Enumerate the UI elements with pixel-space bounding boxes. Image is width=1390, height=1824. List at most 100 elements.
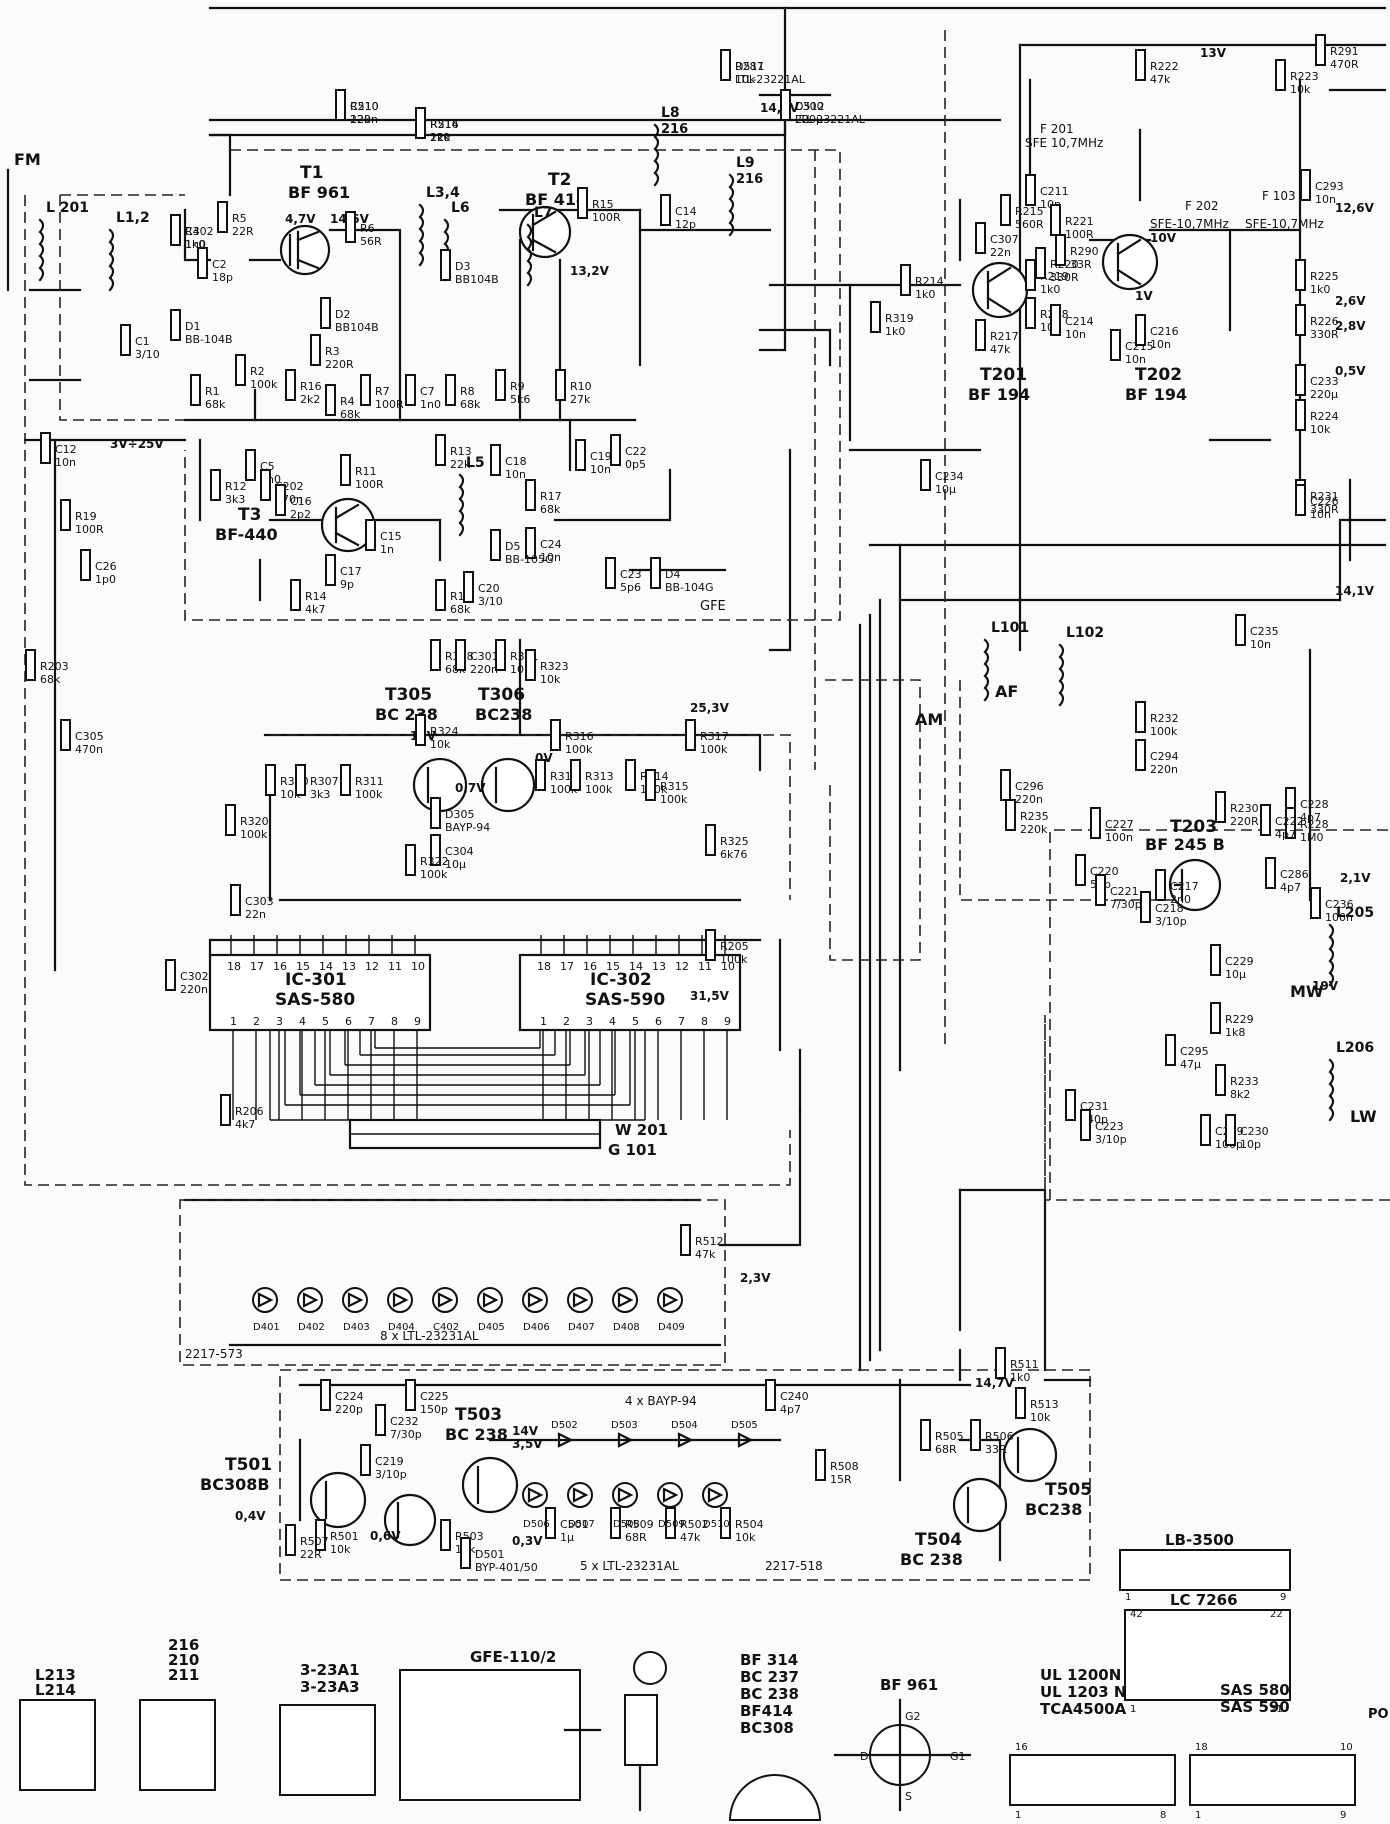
component-value: 10n (1065, 328, 1086, 341)
component-ref: R17 (540, 490, 562, 503)
t203-symbol (1168, 858, 1222, 912)
component-ref: R226 (1310, 315, 1339, 328)
t2-ref: T2 (548, 170, 571, 190)
diode-ref: D505 (731, 1420, 758, 1431)
component-value: 100k (1150, 725, 1178, 738)
component-body (1035, 247, 1046, 279)
component-body (230, 884, 241, 916)
coil-ref: L206 (1336, 1040, 1374, 1056)
led-ref: D506 (523, 1519, 550, 1530)
pkg10-pin-21: 21 (1270, 1704, 1283, 1715)
led-triangle (662, 1487, 679, 1503)
component-body (765, 1379, 776, 1411)
component-body (495, 369, 506, 401)
component-ref: C222 (1275, 815, 1304, 828)
component-body (645, 769, 656, 801)
coil-winding (108, 228, 115, 292)
t202-symbol (1101, 233, 1159, 291)
component-body (435, 579, 446, 611)
coil-ref: L7 (534, 205, 553, 221)
voltage-label: 14V (512, 1424, 539, 1438)
component-ref: C225 (420, 1390, 449, 1403)
voltage-label: 0,6V (370, 1529, 401, 1543)
led-triangle (347, 1292, 364, 1308)
component-ref: R10 (570, 380, 592, 393)
component-value: 560R (1015, 218, 1044, 231)
component-value: 10n (1250, 638, 1271, 651)
component-value: 220µ (1310, 388, 1338, 401)
component-value: 47k (1150, 73, 1171, 86)
component-value: 10µ (1225, 968, 1246, 981)
led-triangle (572, 1487, 589, 1503)
led-triangle (482, 1292, 499, 1308)
coil-winding (1058, 643, 1065, 707)
wires (6, 6, 1387, 1562)
coil-winding (1328, 1058, 1335, 1122)
component-ref: R215 (1015, 205, 1044, 218)
ic-pin-bottom: 1 (540, 1015, 547, 1028)
component-value: 10n (1310, 508, 1331, 521)
component-value: 1k0 (915, 288, 935, 301)
component-body (1050, 204, 1061, 236)
voltage-label: 14,1V (1335, 584, 1375, 598)
component-value: 68k (40, 673, 61, 686)
component-body (220, 1094, 231, 1126)
component-body (535, 759, 546, 791)
edge-label: PO (1368, 1707, 1389, 1722)
pkg7-part: UL 1203 N (1040, 1683, 1126, 1701)
component-body (290, 579, 301, 611)
component-ref: C229 (1225, 955, 1254, 968)
component-value: LTL-23221AL (795, 113, 866, 126)
component-value: 330R (1310, 328, 1339, 341)
component-value: 100k (250, 378, 278, 391)
component-ref: C302 (180, 970, 209, 983)
t202-ref: T202 (1135, 365, 1182, 385)
component-ref: R311 (355, 775, 384, 788)
component-body (995, 1347, 1006, 1379)
diode-ref: D502 (551, 1420, 578, 1431)
led-ref: D509 (658, 1519, 685, 1530)
component-body (460, 1537, 471, 1569)
led-board-2-ref: 2217-518 (765, 1559, 823, 1573)
component-body (295, 764, 306, 796)
ic-pin-top: 14 (629, 960, 643, 973)
component-value: 10k (430, 738, 451, 751)
led-ref: D510 (703, 1519, 730, 1530)
pkg8-pin-18: 18 (1195, 1742, 1208, 1753)
t201-part: BF 194 (968, 385, 1030, 404)
component-body (60, 719, 71, 751)
led-triangle (572, 1292, 589, 1308)
pkg10-pin-1: 1 (1130, 1704, 1136, 1715)
component-body (1215, 1064, 1226, 1096)
component-value: 1µ (560, 1531, 574, 1544)
ic-pin-bottom: 2 (563, 1015, 570, 1028)
pkg9-pin-1: 1 (1125, 1592, 1131, 1603)
component-ref: R11 (355, 465, 377, 478)
component-value: 68k (205, 398, 226, 411)
component-body (1265, 857, 1276, 889)
component-value: 470n (75, 743, 103, 756)
coil-ref: L9 (736, 155, 755, 171)
component-body (360, 1444, 371, 1476)
component-ref: D511 (735, 60, 764, 73)
component-ref: R206 (235, 1105, 264, 1118)
component-body (190, 374, 201, 406)
diode-ref: D503 (611, 1420, 638, 1431)
component-body (650, 557, 661, 589)
component-value: 10n (505, 468, 526, 481)
component-body (680, 1224, 691, 1256)
component-body (415, 714, 426, 746)
component-body (1135, 739, 1146, 771)
ic-pin-top: 15 (296, 960, 310, 973)
component-ref: R4 (340, 395, 355, 408)
pkg8-pin-10: 10 (1340, 1742, 1353, 1753)
component-body (1165, 1034, 1176, 1066)
component-value: BB-104G (665, 581, 714, 594)
pkg7-pin-16: 16 (1015, 1742, 1028, 1753)
component-value: 47k (990, 343, 1011, 356)
component-value: 330R (1310, 503, 1339, 516)
